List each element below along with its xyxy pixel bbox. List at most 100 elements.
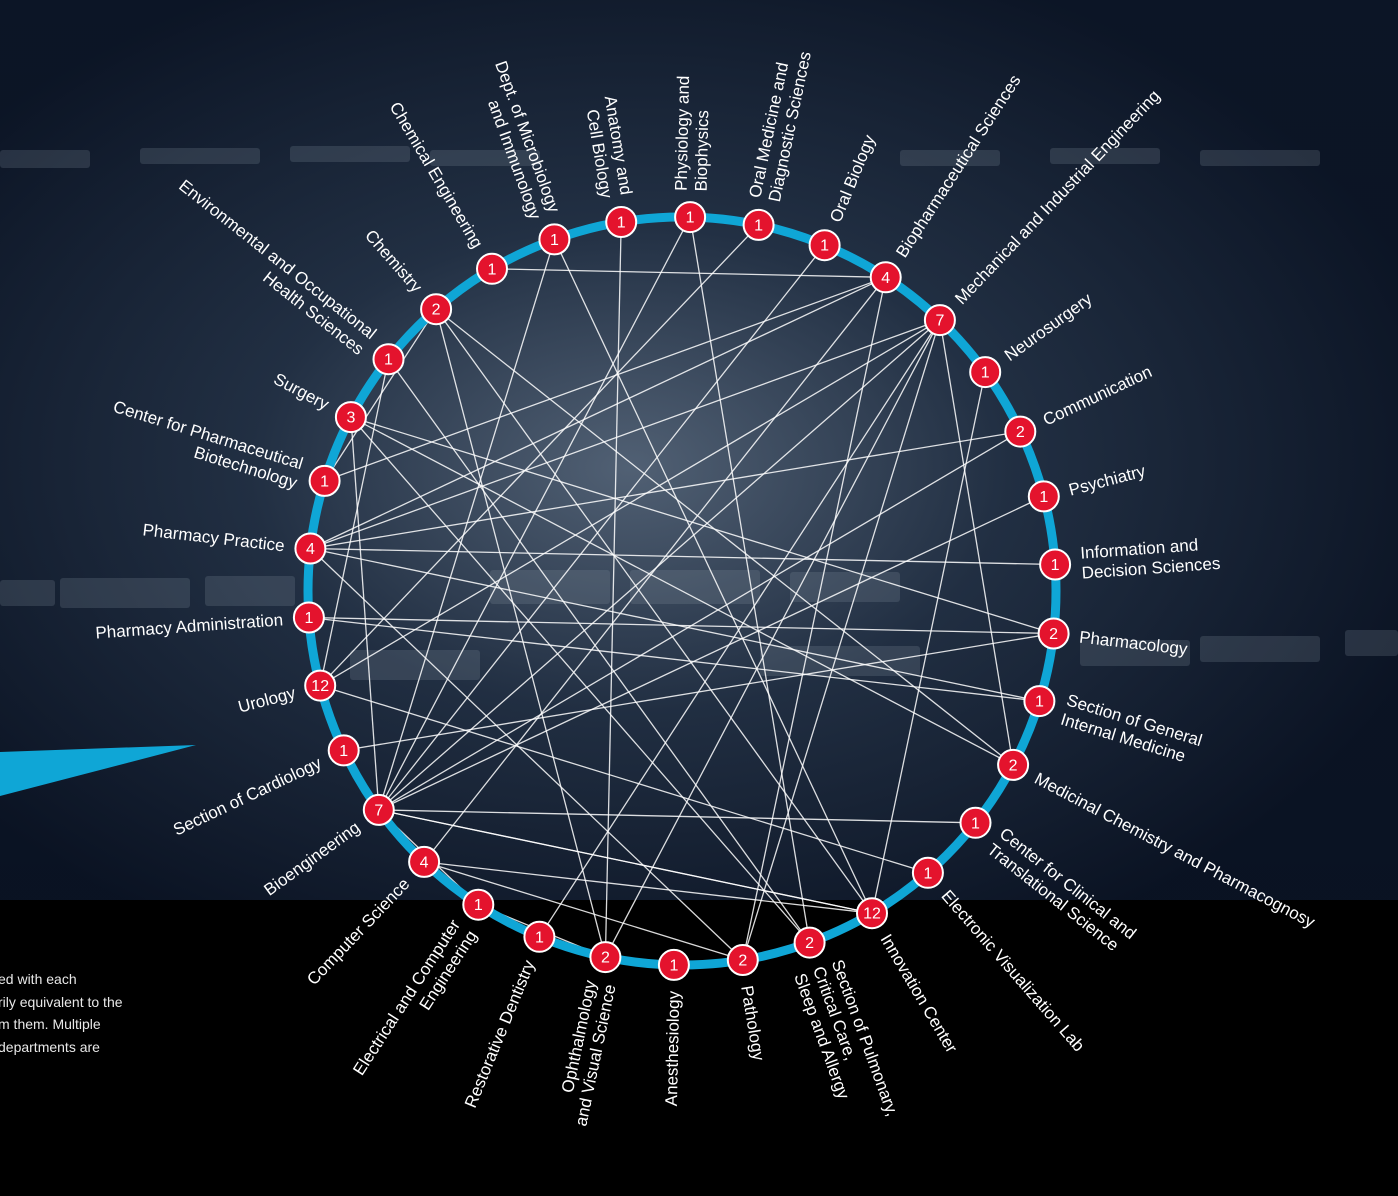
link-pulm-surgery	[350, 416, 811, 944]
node-anat[interactable]: 1	[605, 206, 638, 238]
label-anes: Anesthesiology	[662, 990, 684, 1106]
node-medchem[interactable]: 2	[997, 748, 1030, 781]
node-count: 7	[374, 802, 383, 819]
node-count: 2	[1049, 626, 1058, 643]
node-ccts[interactable]: 1	[959, 806, 992, 839]
node-chem[interactable]: 2	[420, 293, 453, 326]
node-count: 4	[420, 854, 429, 871]
node-count: 2	[432, 302, 441, 319]
node-ece[interactable]: 1	[462, 888, 495, 921]
node-pulm[interactable]: 2	[793, 926, 826, 959]
link-neuro-innov	[871, 371, 986, 914]
link-micro-bioeng	[378, 239, 556, 811]
label-anat: Anatomy andCell Biology	[581, 94, 636, 200]
node-physio[interactable]: 1	[674, 201, 707, 234]
node-cardio[interactable]: 1	[327, 734, 360, 767]
node-count: 12	[311, 678, 329, 695]
node-count: 1	[1039, 489, 1048, 506]
node-neuro[interactable]: 1	[969, 356, 1002, 389]
node-pharmprac[interactable]: 4	[294, 532, 327, 565]
node-count: 1	[535, 929, 544, 946]
node-cs[interactable]: 4	[408, 845, 441, 878]
node-oralbio[interactable]: 1	[808, 229, 841, 262]
node-count: 2	[601, 950, 610, 967]
node-count: 1	[550, 232, 559, 249]
link-medchem-surgery	[350, 416, 1014, 766]
node-count: 1	[754, 217, 763, 234]
node-count: 4	[306, 541, 315, 558]
link-ccts-bioeng	[378, 809, 976, 824]
link-mech-path	[742, 319, 941, 961]
link-biopharm-path	[742, 277, 887, 961]
node-innov[interactable]: 12	[856, 897, 888, 930]
node-count: 2	[1009, 757, 1018, 774]
node-comm[interactable]: 2	[1004, 415, 1037, 448]
node-evl[interactable]: 1	[911, 856, 944, 889]
node-restdent[interactable]: 1	[523, 920, 556, 953]
node-count: 1	[1035, 694, 1044, 711]
link-mech-bioeng	[378, 319, 941, 811]
link-urology-eohs	[319, 359, 390, 686]
node-count: 1	[923, 865, 932, 882]
link-oralbio-bioeng	[378, 244, 826, 811]
node-bioeng[interactable]: 7	[362, 793, 395, 826]
link-innov-chem	[435, 308, 873, 914]
node-count: 1	[384, 352, 393, 369]
link-mech-medchem	[939, 319, 1014, 766]
link-medchem-chem	[435, 308, 1014, 766]
node-pharmacol[interactable]: 2	[1037, 617, 1070, 650]
node-gim[interactable]: 1	[1023, 685, 1056, 718]
link-pharmacol-surgery	[350, 416, 1054, 635]
node-micro[interactable]: 1	[538, 223, 571, 256]
link-evl-urology	[320, 684, 929, 874]
node-path[interactable]: 2	[726, 944, 759, 976]
node-psych[interactable]: 1	[1027, 480, 1060, 513]
node-count: 1	[474, 897, 483, 914]
node-eohs[interactable]: 1	[372, 343, 405, 376]
node-count: 1	[617, 215, 626, 232]
node-pharmadmin[interactable]: 1	[292, 601, 325, 634]
node-count: 2	[1016, 424, 1025, 441]
link-gim-pharmprac	[310, 547, 1040, 702]
link-comm-bioeng	[378, 431, 1021, 811]
link-anat-ophth	[604, 221, 622, 958]
node-count: 3	[346, 410, 355, 427]
node-urology[interactable]: 12	[304, 669, 337, 702]
node-count: 1	[320, 473, 329, 490]
node-count: 7	[935, 313, 944, 330]
node-biopharm[interactable]: 4	[869, 261, 902, 294]
node-cpb[interactable]: 1	[308, 464, 341, 497]
link-surgery-bioeng	[350, 417, 380, 810]
node-oralmed[interactable]: 1	[742, 208, 775, 241]
link-ophth-chem	[435, 309, 607, 958]
node-ophth[interactable]: 2	[589, 941, 622, 974]
link-mech-pharmprac	[310, 319, 941, 550]
node-count: 1	[981, 365, 990, 382]
label-physio: Physiology andBiophysics	[672, 75, 713, 191]
node-info[interactable]: 1	[1039, 548, 1072, 581]
link-info-pharmprac	[310, 547, 1056, 566]
link-path-pharmprac	[309, 548, 744, 961]
node-mech[interactable]: 7	[923, 304, 956, 337]
node-count: 1	[669, 957, 678, 974]
node-count: 4	[881, 270, 890, 287]
node-count: 1	[820, 238, 829, 255]
node-chemeng[interactable]: 1	[476, 252, 508, 285]
pointer-wedge	[0, 745, 196, 796]
node-count: 1	[686, 210, 695, 227]
link-innov-micro	[553, 239, 873, 914]
link-bioeng-innov	[378, 809, 873, 914]
node-count: 1	[339, 743, 348, 760]
node-anes[interactable]: 1	[657, 948, 690, 981]
link-biopharm-pharmprac	[310, 276, 886, 550]
node-count: 1	[971, 815, 980, 832]
node-surgery[interactable]: 3	[334, 401, 367, 434]
link-pulm-eohs	[387, 358, 811, 943]
links-layer	[308, 216, 1056, 961]
link-cardio-pharmacol	[343, 632, 1054, 752]
link-chemeng-biopharm	[491, 268, 886, 278]
